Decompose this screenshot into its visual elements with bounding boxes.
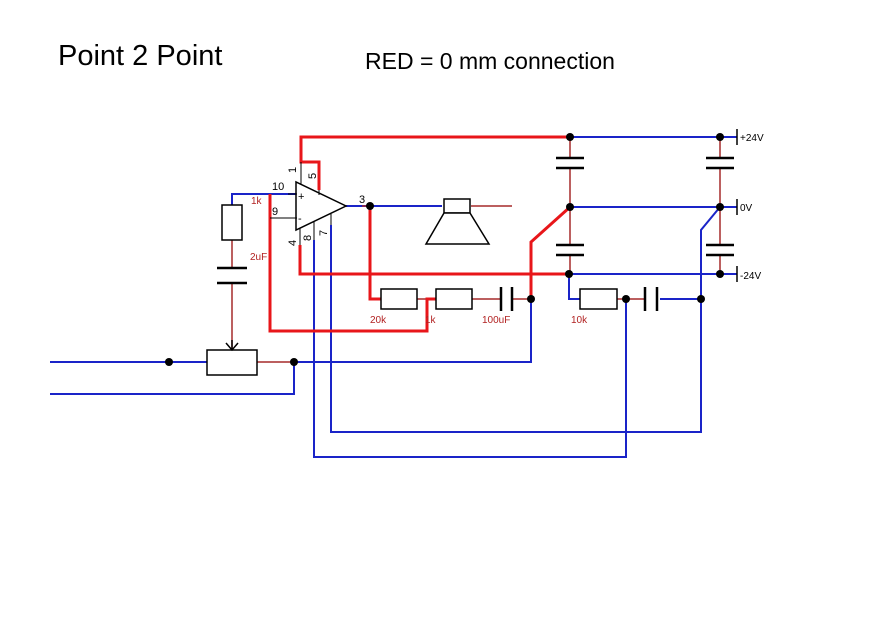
pin-9: 9 xyxy=(272,206,278,218)
opamp-triangle xyxy=(295,180,348,232)
pin-5: 5 xyxy=(307,173,319,179)
pin-8: 8 xyxy=(302,235,314,241)
speaker-magnet xyxy=(443,198,471,214)
resistor-20k xyxy=(380,288,418,310)
pot-wiper-arrow xyxy=(225,340,239,352)
wire-pot-to-speaker-return xyxy=(294,299,532,363)
opamp-plus: + xyxy=(298,191,304,203)
red-2uf-loop xyxy=(268,194,436,333)
potentiometer xyxy=(206,349,258,376)
wire-loop-pin7 xyxy=(330,225,702,433)
capacitor-output xyxy=(643,287,659,311)
label-100uf: 100uF xyxy=(482,315,510,326)
capacitor-100uf xyxy=(499,287,514,311)
page-title: Point 2 Point xyxy=(58,40,223,72)
rail-ground-label: 0V xyxy=(740,203,753,214)
decoupling-caps xyxy=(556,156,734,257)
label-c-input: 2uF xyxy=(250,252,267,263)
opamp-pin-leads xyxy=(270,162,332,245)
pin-4: 4 xyxy=(287,240,299,246)
wire-pin10-input xyxy=(231,193,297,205)
resistor-1k xyxy=(435,288,473,310)
pin-10: 10 xyxy=(272,181,284,193)
pin-7: 7 xyxy=(318,230,330,236)
speaker-cone xyxy=(424,212,491,245)
red-ground-diagonal xyxy=(529,205,572,299)
red-bottom-rail xyxy=(298,245,569,276)
junction-dots xyxy=(165,133,724,366)
opamp-minus: - xyxy=(298,213,302,225)
red-top-rail xyxy=(299,135,570,190)
wire-ground-diagonal xyxy=(700,206,721,299)
wire-10k-branch xyxy=(568,274,580,300)
legend-note: RED = 0 mm connection xyxy=(365,48,615,74)
resistor-1k-input xyxy=(221,204,243,241)
rail-positive-label: +24V xyxy=(740,133,764,144)
label-10k: 10k xyxy=(571,315,588,326)
pin-1: 1 xyxy=(287,167,299,173)
red-output-feedback xyxy=(368,206,381,301)
component-leads xyxy=(231,137,721,363)
label-20k: 20k xyxy=(370,315,387,326)
wire-input-lower xyxy=(50,362,295,395)
wire-loop-pin8 xyxy=(313,240,627,458)
rail-negative-label: -24V xyxy=(740,271,761,282)
label-1k: 1k xyxy=(425,315,437,326)
pin-3: 3 xyxy=(359,194,365,206)
blue-wires xyxy=(50,136,737,458)
resistor-10k xyxy=(579,288,618,310)
label-r-input: 1k xyxy=(251,196,263,207)
capacitor-2uf xyxy=(217,266,247,285)
